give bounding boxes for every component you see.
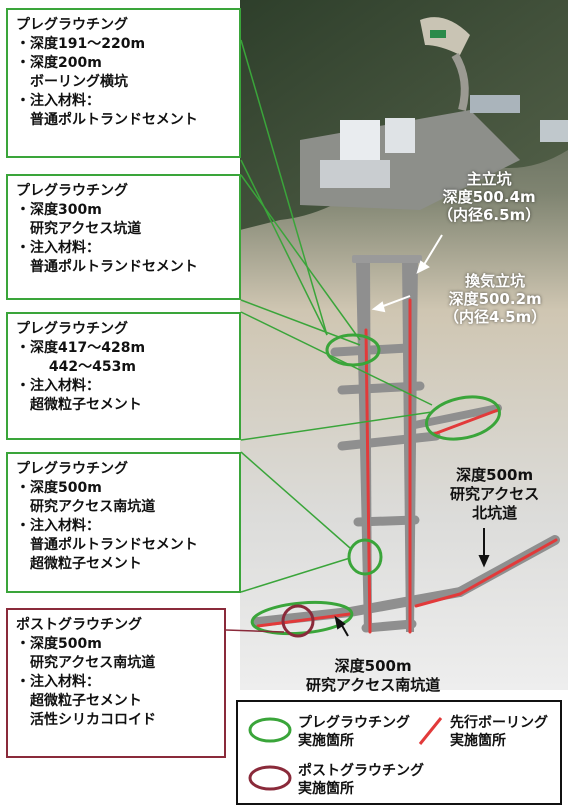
legend-pre-grouting-symbol xyxy=(248,717,292,743)
legend-text: 実施箇所 xyxy=(298,781,354,797)
drift-500m-south xyxy=(253,607,355,627)
label-line: 北坑道 xyxy=(472,504,518,522)
callout-line: ・注入材料： xyxy=(16,674,100,690)
leader-lines xyxy=(240,39,433,593)
callout-line: ボーリング横坑 xyxy=(16,74,128,90)
legend-boring-symbol xyxy=(418,717,443,745)
callout-line: ・注入材料： xyxy=(16,518,100,534)
post-leader-line xyxy=(225,629,285,633)
label-line: 主立坑 xyxy=(466,170,512,188)
callout-line: ・深度300m xyxy=(16,202,102,218)
label-line: 研究アクセス xyxy=(450,485,540,503)
callout-line: 442～453m xyxy=(16,359,136,375)
drift-417m xyxy=(406,404,502,430)
callout-line: 活性シリカコロイド xyxy=(16,712,156,728)
legend-text: 実施箇所 xyxy=(450,733,506,749)
callout-line: 研究アクセス坑道 xyxy=(16,221,142,237)
legend-text: プレグラウチング xyxy=(298,715,410,731)
callout-title: プレグラウチング xyxy=(16,183,128,199)
dark-arrows xyxy=(334,528,490,637)
callout-title: プレグラウチング xyxy=(16,461,128,477)
label-line: 深度500.2m xyxy=(448,290,542,308)
pre-grouting-marker-shaft xyxy=(347,538,383,576)
callout-line: ・深度500m xyxy=(16,636,102,652)
callout-line: 超微粒子セメント xyxy=(16,556,142,572)
legend-text: 先行ボーリング xyxy=(450,715,548,731)
callout-pre-grouting-200m: プレグラウチング ・深度191～220m ・深度200m ボーリング横坑 ・注入… xyxy=(6,8,241,158)
pre-grouting-marker-417m xyxy=(425,395,501,441)
callout-pre-grouting-500m: プレグラウチング ・深度500m 研究アクセス南坑道 ・注入材料： 普通ポルトラ… xyxy=(6,452,241,593)
surface-facility xyxy=(300,17,568,210)
callout-line: ・注入材料： xyxy=(16,378,100,394)
main-shaft-label: 主立坑 深度500.4m （内径6.5m） xyxy=(438,170,540,224)
callout-pre-grouting-300m: プレグラウチング ・深度300m 研究アクセス坑道 ・注入材料： 普通ポルトラン… xyxy=(6,174,241,300)
callout-line: ・深度191～220m xyxy=(16,36,146,52)
south-drift-label: 深度500m 研究アクセス南坑道 xyxy=(306,657,440,695)
drift-442m xyxy=(337,431,441,451)
label-line: （内径6.5m） xyxy=(438,206,541,224)
callout-line: 研究アクセス南坑道 xyxy=(16,655,156,671)
callout-line: 普通ポルトランドセメント xyxy=(16,259,198,275)
legend-text: 実施箇所 xyxy=(298,733,354,749)
legend-symbols xyxy=(248,717,443,791)
callout-line: ・深度500m xyxy=(16,480,102,496)
label-line: 換気立坑 xyxy=(465,272,526,290)
callout-line: 普通ポルトランドセメント xyxy=(16,537,198,553)
pre-grouting-marker-200m xyxy=(325,333,381,367)
legend-advance-boring: 先行ボーリング 実施箇所 xyxy=(450,714,548,750)
north-drift-label: 深度500m 研究アクセス 北坑道 xyxy=(450,466,539,523)
callout-line: ・深度417～428m xyxy=(16,340,146,356)
label-line: 深度500.4m xyxy=(442,188,536,206)
pre-grouting-marker-south xyxy=(250,600,354,636)
label-line: 深度500m xyxy=(334,657,412,675)
label-line: 研究アクセス南坑道 xyxy=(306,676,441,694)
callout-title: プレグラウチング xyxy=(16,17,128,33)
callout-line: ・注入材料： xyxy=(16,240,100,256)
post-grouting-marker xyxy=(281,604,315,638)
pre-grouting-markers xyxy=(250,333,501,636)
callout-title: プレグラウチング xyxy=(16,321,128,337)
label-line: 深度500m xyxy=(456,466,534,484)
legend-post-grouting-symbol xyxy=(248,765,292,791)
callout-line: ・注入材料： xyxy=(16,93,100,109)
callout-line: 超微粒子セメント xyxy=(16,693,142,709)
callout-pre-grouting-417m: プレグラウチング ・深度417～428m 442～453m ・注入材料： 超微粒… xyxy=(6,312,241,440)
legend: プレグラウチング 実施箇所 先行ボーリング 実施箇所 ポストグラウチング 実施箇… xyxy=(236,700,562,805)
label-line: （内径4.5m） xyxy=(444,308,547,326)
callout-line: 研究アクセス南坑道 xyxy=(16,499,156,515)
ventilation-shaft-label: 換気立坑 深度500.2m （内径4.5m） xyxy=(444,272,546,326)
legend-post-grouting: ポストグラウチング 実施箇所 xyxy=(298,762,424,798)
drift-500m-lower xyxy=(361,619,417,633)
callout-title: ポストグラウチング xyxy=(16,617,142,633)
drift-200m xyxy=(330,343,413,357)
legend-text: ポストグラウチング xyxy=(298,763,424,779)
legend-pre-grouting: プレグラウチング 実施箇所 xyxy=(298,714,410,750)
callout-line: 普通ポルトランドセメント xyxy=(16,112,198,128)
callout-line: 超微粒子セメント xyxy=(16,397,142,413)
callout-line: ・深度200m xyxy=(16,55,102,71)
callout-post-grouting-500m: ポストグラウチング ・深度500m 研究アクセス南坑道 ・注入材料： 超微粒子セ… xyxy=(6,608,226,758)
shaft-headframe xyxy=(352,255,422,263)
pointer-arrows xyxy=(371,234,443,313)
